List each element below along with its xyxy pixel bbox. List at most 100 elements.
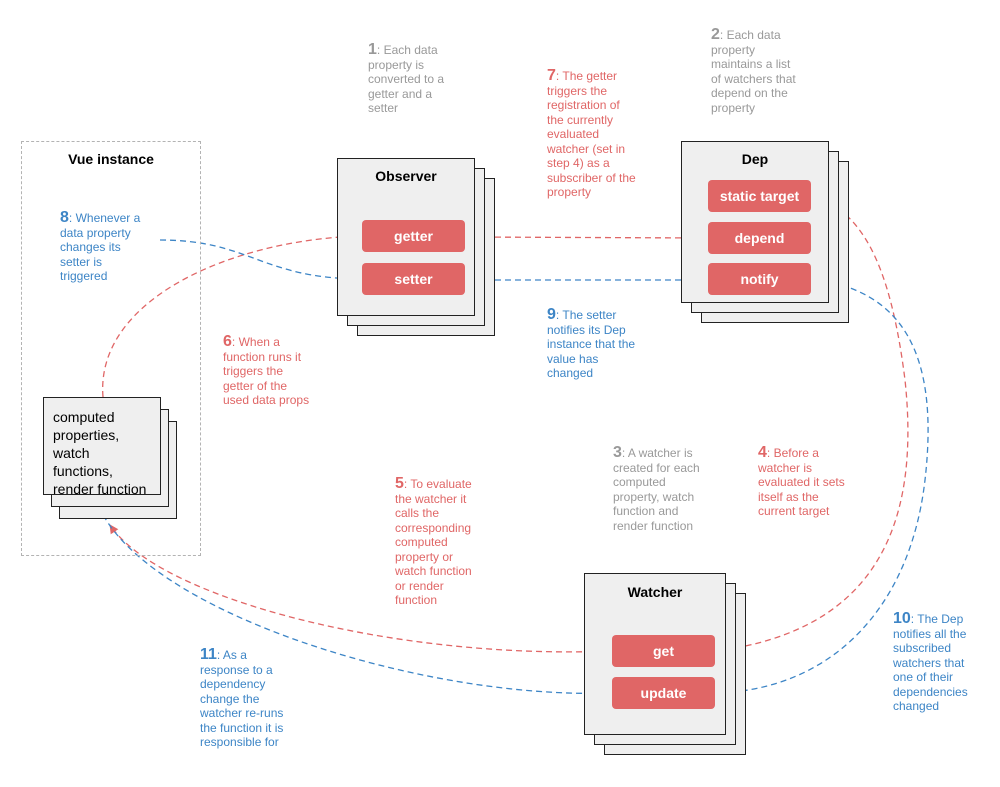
arrow-change-to-setter	[159, 239, 361, 284]
note-line: : The setter	[555, 308, 617, 322]
note-step-6: 6: When a function runs it triggers the …	[223, 333, 310, 408]
note-line: setter is	[60, 254, 103, 269]
note-line: change the	[200, 691, 260, 706]
arrow-get-to-computed	[109, 524, 613, 653]
computed-line: computed	[53, 409, 115, 425]
note-line: triggered	[60, 269, 108, 283]
note-line: depend on the	[711, 86, 788, 100]
note-line: one of their	[893, 670, 954, 684]
note-line: triggers the	[223, 364, 284, 378]
note-line: corresponding	[395, 520, 472, 535]
vue-instance-container	[21, 141, 201, 556]
note-line: function and	[613, 504, 679, 518]
note-line: property or	[395, 549, 454, 564]
step-number: 8	[60, 209, 69, 226]
note-line: the function it is	[200, 720, 284, 735]
note-step-9: 9: The setter notifies its Dep instance …	[547, 306, 636, 381]
arrow-notify-to-update	[715, 278, 929, 698]
note-step-4: 4: Before a watcher is evaluated it sets…	[758, 444, 845, 519]
note-step-2: 2: Each data property maintains a list o…	[711, 27, 796, 115]
note-line: watchers that	[893, 655, 965, 670]
static-target-pill: static target	[708, 180, 811, 212]
note-line: notifies its Dep	[547, 322, 626, 337]
arrow-update-to-computed	[96, 503, 613, 695]
step-number: 6	[223, 333, 232, 350]
depend-pill: depend	[708, 222, 811, 254]
setter-pill: setter	[362, 263, 465, 295]
note-line: getter of the	[223, 378, 288, 393]
note-line: data property	[60, 225, 131, 240]
note-line: function runs it	[223, 349, 302, 364]
note-line: subscribed	[893, 641, 952, 655]
note-line: calls the	[395, 506, 440, 520]
note-line: itself as the	[758, 489, 819, 504]
note-line: created for each	[613, 460, 700, 475]
note-line: function	[395, 593, 438, 607]
note-line: notifies all the	[893, 626, 967, 641]
computed-functions-label: computed properties, watch functions, re…	[53, 408, 163, 498]
step-number: 9	[547, 306, 556, 323]
note-step-5: 5: To evaluate the watcher it calls the …	[395, 475, 472, 608]
note-line: : To evaluate	[403, 477, 472, 491]
note-step-7: 7: The getter triggers the registration …	[547, 67, 636, 200]
vue-instance-title: Vue instance	[68, 151, 154, 167]
note-line: evaluated it sets	[758, 475, 845, 489]
note-line: property is	[368, 57, 425, 72]
note-line: triggers the	[547, 83, 608, 98]
note-line: changed	[893, 699, 940, 713]
note-line: instance that the	[547, 337, 636, 351]
note-line: step 4) as a	[547, 156, 610, 170]
step-number: 10	[893, 610, 911, 627]
note-line: : The getter	[555, 69, 618, 83]
note-line: getter and a	[368, 86, 433, 101]
step-number: 11	[200, 646, 217, 663]
note-line: watch function	[395, 564, 472, 578]
note-step-8: 8: Whenever a data property changes its …	[60, 209, 141, 284]
note-step-11: 11: As a response to a dependency change…	[200, 646, 284, 750]
note-line: property	[711, 100, 756, 115]
note-line: property	[547, 185, 592, 199]
watcher-title: Watcher	[627, 584, 683, 600]
note-line: : When a	[231, 335, 280, 349]
note-line: property, watch	[613, 489, 695, 504]
note-line: : Each data	[719, 28, 781, 42]
note-line: changes its	[60, 240, 121, 254]
note-step-1: 1: Each data property is converted to a …	[368, 42, 445, 116]
step-number: 7	[547, 67, 556, 84]
arrow-getter-to-depend	[464, 233, 707, 243]
note-line: of watchers that	[711, 71, 796, 86]
note-step-10: 10: The Dep notifies all the subscribed …	[893, 610, 968, 714]
note-line: dependency	[200, 677, 266, 691]
update-pill: update	[612, 677, 715, 709]
note-line: computed	[613, 475, 666, 489]
note-line: dependencies	[893, 684, 968, 699]
note-line: watcher re-runs	[200, 706, 284, 720]
note-line: evaluated	[547, 127, 600, 141]
note-line: : Whenever a	[68, 211, 141, 225]
notify-pill: notify	[708, 263, 811, 295]
computed-line: watch	[53, 445, 90, 461]
note-line: watcher (set in	[547, 141, 626, 156]
note-line: response to a	[200, 662, 273, 677]
note-step-3: 3: A watcher is created for each compute…	[613, 445, 700, 533]
note-line: registration of	[547, 98, 620, 112]
note-line: converted to a	[368, 72, 445, 86]
computed-line: properties,	[53, 427, 120, 443]
step-number: 4	[758, 444, 767, 461]
note-line: responsible for	[200, 735, 279, 749]
note-line: used data props	[223, 393, 310, 407]
arrow-computed-to-getter	[102, 231, 361, 398]
note-line: current target	[758, 504, 830, 518]
step-number: 5	[395, 475, 404, 492]
note-line: value has	[547, 351, 599, 366]
note-line: : As a	[216, 648, 247, 662]
note-line: maintains a list	[711, 57, 791, 71]
note-line: subscriber of the	[547, 170, 636, 185]
note-line: setter	[368, 101, 399, 115]
dep-title: Dep	[741, 151, 769, 167]
get-pill: get	[612, 635, 715, 667]
note-line: or render	[395, 578, 444, 593]
note-line: the currently	[547, 112, 614, 127]
